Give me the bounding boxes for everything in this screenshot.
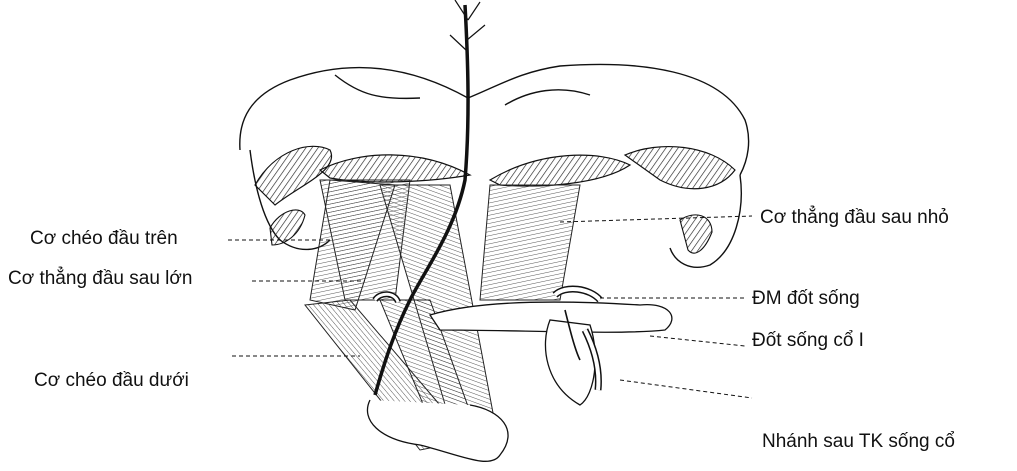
label-rectus-capitis-posterior-major: Cơ thẳng đầu sau lớn bbox=[8, 269, 192, 288]
label-posterior-ramus: Nhánh sau TK sống cổ bbox=[762, 432, 955, 451]
label-superior-oblique: Cơ chéo đầu trên bbox=[30, 229, 178, 248]
label-rectus-capitis-posterior-minor: Cơ thẳng đầu sau nhỏ bbox=[760, 208, 949, 227]
label-inferior-oblique: Cơ chéo đầu dưới bbox=[34, 371, 189, 390]
label-atlas: Đốt sống cổ I bbox=[752, 331, 864, 350]
label-vertebral-artery: ĐM đốt sống bbox=[752, 289, 860, 308]
